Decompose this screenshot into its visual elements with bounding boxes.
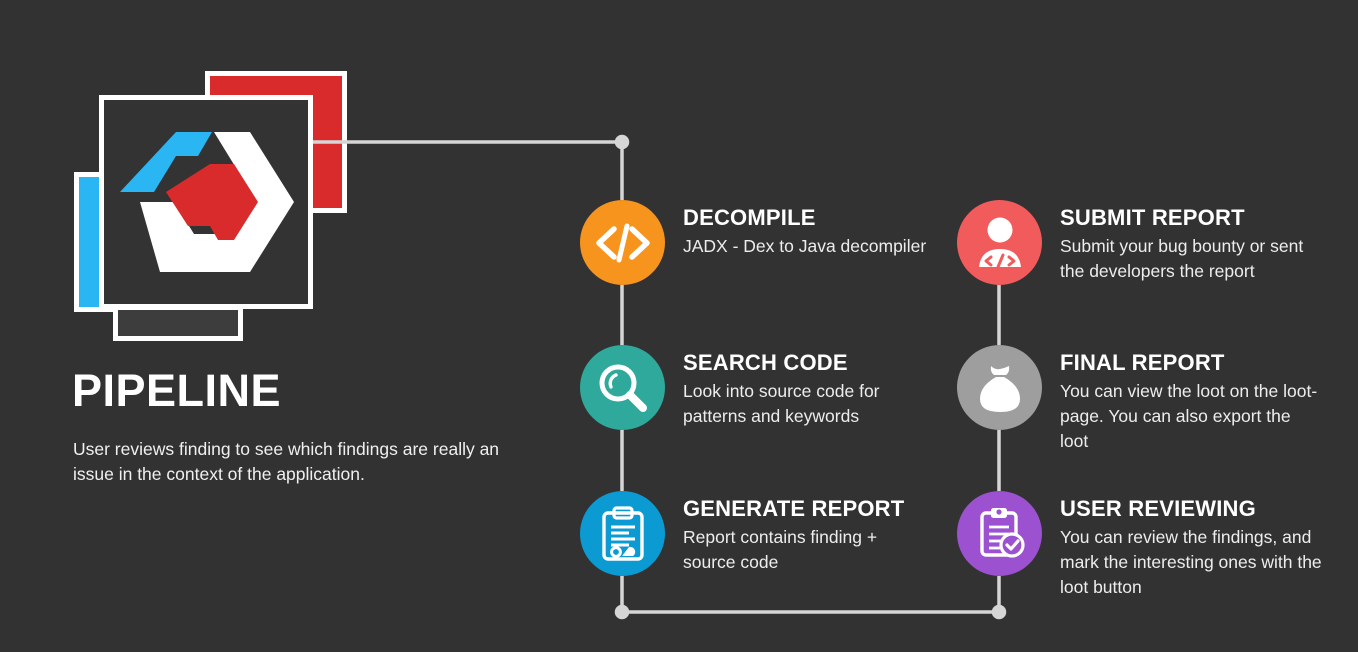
logo-card — [99, 95, 313, 309]
submit-report-description: Submit your bug bounty or sent the devel… — [1060, 236, 1304, 282]
search-code-text: SEARCH CODE Look into source code for pa… — [683, 345, 933, 429]
brand-panel: PIPELINE User reviews finding to see whi… — [0, 0, 560, 652]
connector-dot-top — [614, 134, 630, 150]
step-search-code[interactable]: SEARCH CODE Look into source code for pa… — [580, 345, 933, 430]
user-reviewing-title: USER REVIEWING — [1060, 496, 1256, 521]
brand-description: User reviews finding to see which findin… — [73, 439, 500, 485]
decompile-bullet — [580, 200, 665, 285]
user-reviewing-text: USER REVIEWING You can review the findin… — [1060, 491, 1322, 600]
submit-report-title: SUBMIT REPORT — [1060, 205, 1245, 230]
final-report-title: FINAL REPORT — [1060, 350, 1225, 375]
clipboard-check-icon — [979, 507, 1025, 558]
magnifier-icon — [599, 364, 647, 412]
search-code-title: SEARCH CODE — [683, 350, 848, 375]
step-decompile[interactable]: DECOMPILE JADX - Dex to Java decompiler — [580, 200, 933, 285]
clipboard-report-icon — [601, 505, 644, 561]
generate-report-bullet — [580, 491, 665, 576]
generate-report-text: GENERATE REPORT Report contains finding … — [683, 491, 933, 575]
generate-report-title: GENERATE REPORT — [683, 496, 905, 521]
connector-dot-bottom-left — [614, 604, 630, 620]
decompile-description: JADX - Dex to Java decompiler — [683, 236, 927, 257]
connector-dot-bottom-right — [991, 604, 1007, 620]
step-final-report[interactable]: FINAL REPORT You can view the loot on th… — [957, 345, 1322, 454]
generate-report-description: Report contains finding + source code — [683, 527, 878, 573]
logo-hex-bottom — [140, 202, 256, 272]
final-report-bullet — [957, 345, 1042, 430]
user-reviewing-bullet — [957, 491, 1042, 576]
code-brackets-icon — [595, 223, 650, 262]
decompile-title: DECOMPILE — [683, 205, 816, 230]
search-code-bullet — [580, 345, 665, 430]
logo-arm-blue — [120, 132, 212, 192]
step-generate-report[interactable]: GENERATE REPORT Report contains finding … — [580, 491, 933, 576]
final-report-description: You can view the loot on the loot-page. … — [1060, 381, 1318, 451]
step-submit-report[interactable]: SUBMIT REPORT Submit your bug bounty or … — [957, 200, 1322, 285]
pipeline-hex-logo-icon — [120, 132, 294, 272]
submit-report-bullet — [957, 200, 1042, 285]
step-user-reviewing[interactable]: USER REVIEWING You can review the findin… — [957, 491, 1322, 600]
logo-backdrop-gray — [113, 305, 243, 341]
connector-bottom-bridge — [620, 576, 1001, 614]
search-code-description: Look into source code for patterns and k… — [683, 381, 880, 427]
page-title: PIPELINE — [72, 365, 282, 416]
user-reviewing-description: You can review the findings, and mark th… — [1060, 527, 1322, 597]
logo-key-red — [166, 164, 258, 240]
final-report-text: FINAL REPORT You can view the loot on th… — [1060, 345, 1322, 454]
loot-bag-icon — [979, 365, 1020, 412]
decompile-text: DECOMPILE JADX - Dex to Java decompiler — [683, 200, 933, 259]
user-code-icon — [978, 217, 1021, 268]
submit-report-text: SUBMIT REPORT Submit your bug bounty or … — [1060, 200, 1322, 284]
